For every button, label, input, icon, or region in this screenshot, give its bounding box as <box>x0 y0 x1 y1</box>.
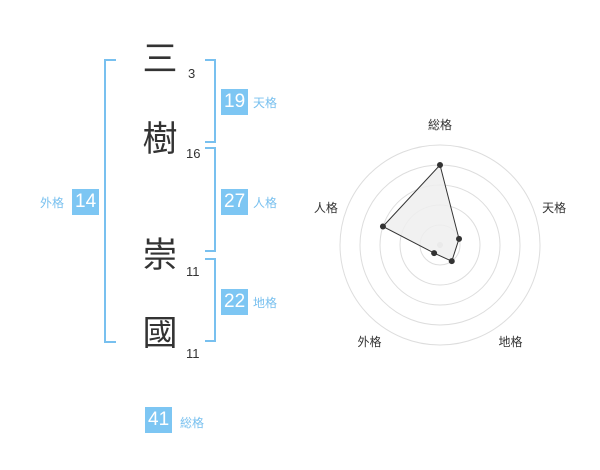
tenkaku-label: 天格 <box>253 96 278 110</box>
name-char-3: 崇 <box>142 236 178 276</box>
stroke-count-3: 11 <box>186 264 200 279</box>
radar-point-2 <box>456 235 463 242</box>
stroke-count-1: 3 <box>188 66 196 81</box>
stroke-count-4: 11 <box>186 346 200 361</box>
tenkaku-bracket <box>205 59 216 143</box>
jinkaku-value-badge: 27 <box>221 189 249 215</box>
radar-point-3 <box>448 258 455 265</box>
chikaku-value-badge: 22 <box>221 289 249 315</box>
radar-point-4 <box>431 250 438 257</box>
stroke-count-2: 16 <box>186 146 201 161</box>
radar-grid-ring <box>339 144 541 346</box>
radar-axis-label: 人格 <box>314 200 338 215</box>
radar-data-polygon <box>382 163 460 262</box>
gaikaku-label: 外格 <box>40 196 65 210</box>
soukaku-value-badge: 41 <box>145 407 173 433</box>
radar-axis-label: 外格 <box>357 334 381 349</box>
name-char-2: 樹 <box>142 120 178 160</box>
gaikaku-value-badge: 14 <box>72 189 100 215</box>
jinkaku-bracket <box>205 147 216 252</box>
name-char-4: 國 <box>142 314 178 354</box>
radar-point-5 <box>379 223 386 230</box>
radar-point-1 <box>437 162 443 168</box>
chikaku-label: 地格 <box>253 296 278 310</box>
radar-axis-label: 地格 <box>498 334 522 349</box>
radar-axis-label: 総格 <box>428 117 452 132</box>
name-char-1: 三 <box>142 40 178 80</box>
chikaku-bracket <box>205 258 216 342</box>
jinkaku-label: 人格 <box>253 196 278 210</box>
tenkaku-value-badge: 19 <box>221 89 249 115</box>
radar-axis-label: 天格 <box>542 200 566 215</box>
gaikaku-bracket <box>104 59 116 343</box>
soukaku-label: 総格 <box>180 416 205 430</box>
